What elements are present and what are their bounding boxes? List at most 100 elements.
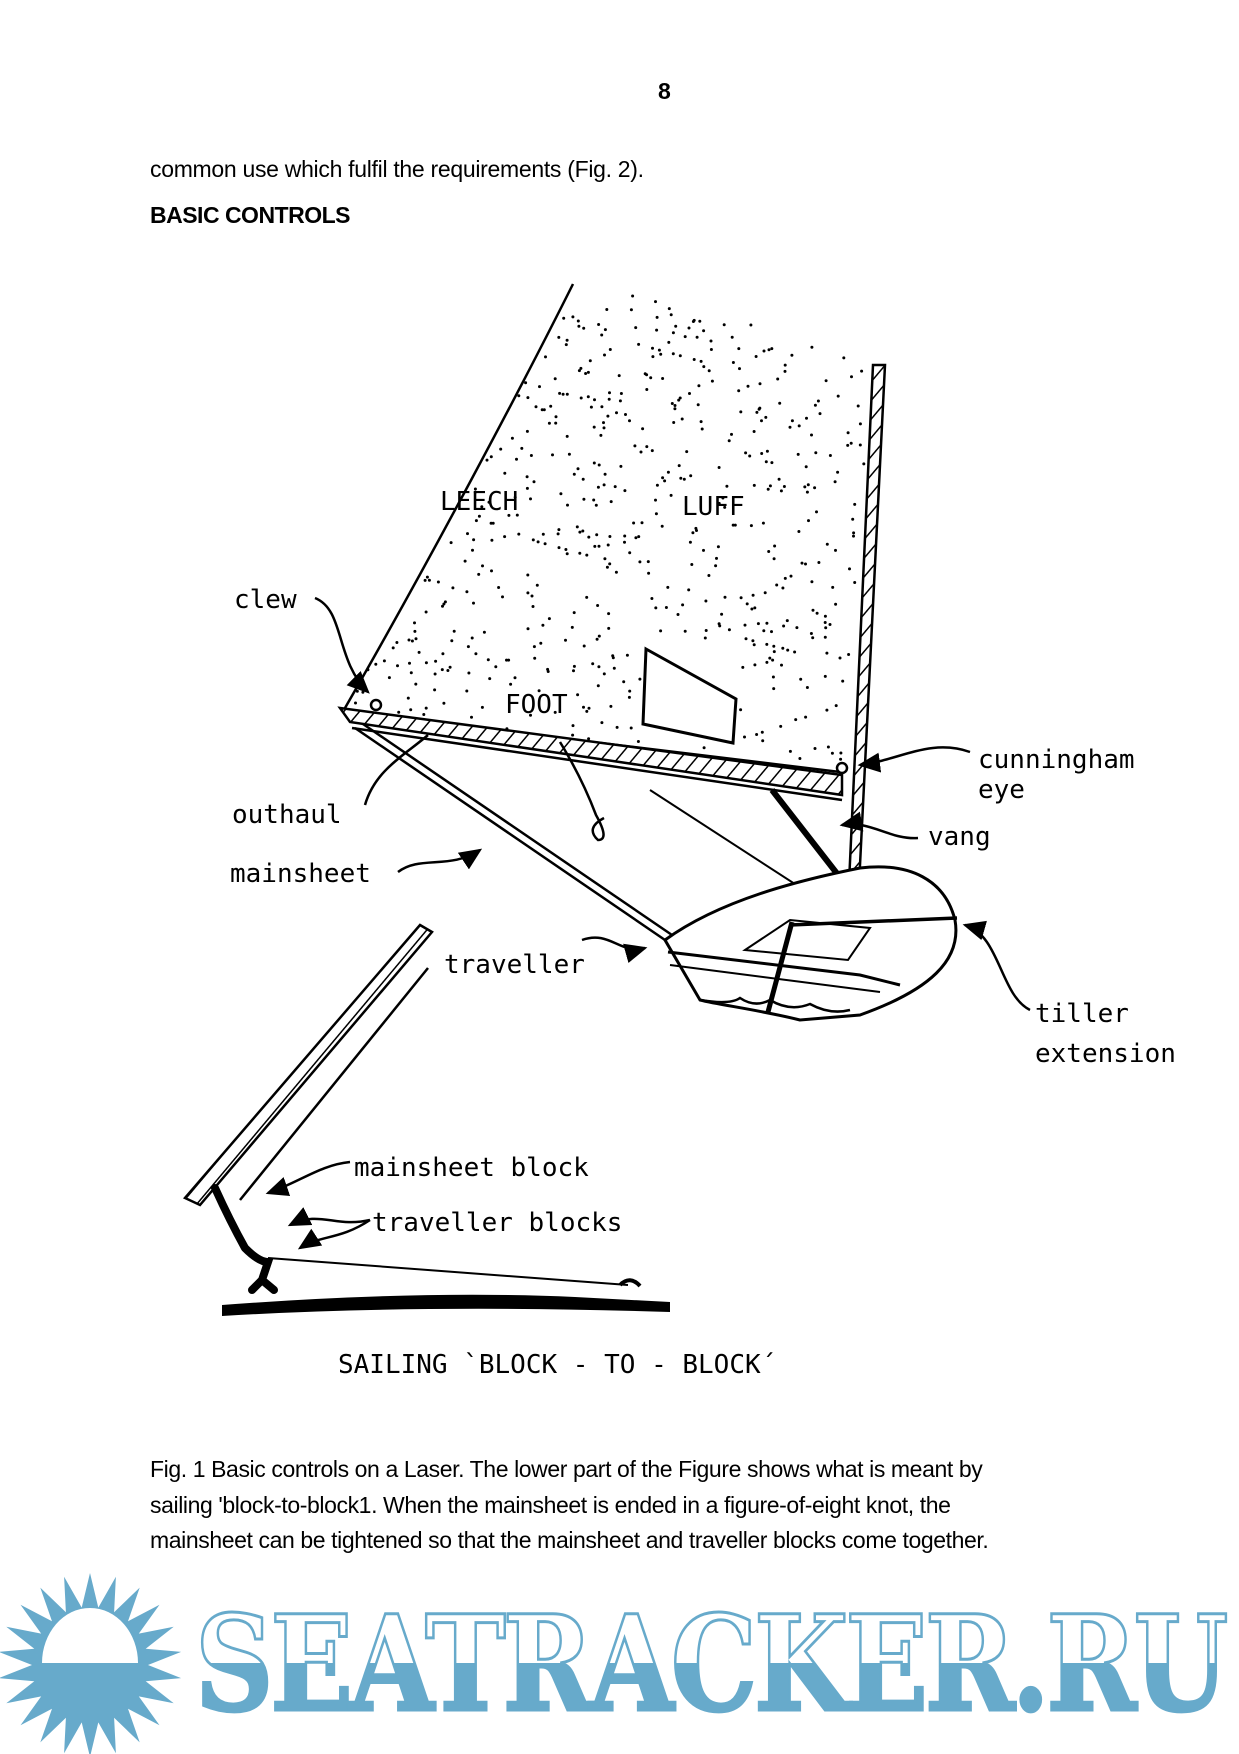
stipple-dot <box>526 591 530 595</box>
stipple-dot <box>629 308 633 312</box>
stipple-dot <box>838 656 842 660</box>
stipple-dot <box>825 708 829 712</box>
clew-ring <box>369 698 383 712</box>
stipple-dot <box>480 705 484 709</box>
stipple-dot <box>467 671 471 675</box>
stipple-dot <box>623 540 626 544</box>
stipple-dot <box>703 636 707 640</box>
stipple-dot <box>739 596 743 600</box>
stipple-dot <box>413 629 417 633</box>
stipple-dot <box>582 497 586 501</box>
stipple-dot <box>520 446 524 450</box>
stipple-dot <box>738 367 741 371</box>
stipple-dot <box>448 665 452 669</box>
stipple-dot <box>543 542 547 546</box>
watermark-banner: SEATRACKER.RU SEATRACKER.RU <box>0 1573 1232 1754</box>
stipple-dot <box>654 606 658 610</box>
stipple-dot <box>571 315 575 319</box>
stipple-dot <box>860 369 864 373</box>
stipple-dot <box>814 451 818 455</box>
stipple-dot <box>472 538 476 542</box>
stipple-dot <box>532 645 536 649</box>
figure-caption: Fig. 1 Basic controls on a Laser. The lo… <box>150 1452 1210 1559</box>
stipple-dot <box>617 374 621 378</box>
stipple-dot <box>771 658 775 662</box>
stipple-dot <box>717 466 721 469</box>
outhaul-line <box>558 741 605 842</box>
stipple-dot <box>570 625 574 629</box>
stipple-dot <box>361 690 365 694</box>
stipple-dot <box>637 535 641 539</box>
stipple-dot <box>525 475 529 479</box>
stipple-dot <box>850 375 853 379</box>
stipple-dot <box>603 472 607 476</box>
stipple-dot <box>425 575 429 579</box>
stipple-dot <box>849 441 853 445</box>
stipple-dot <box>852 531 856 535</box>
stipple-dot <box>841 679 845 683</box>
stipple-dot <box>578 530 582 534</box>
stipple-dot <box>722 323 726 327</box>
stipple-dot <box>595 533 599 537</box>
stipple-dot <box>641 427 645 431</box>
stipple-dot <box>737 347 741 351</box>
stipple-dot <box>442 701 446 705</box>
stipple-dot <box>823 635 827 639</box>
stipple-dot <box>607 397 611 401</box>
stipple-dot <box>490 538 494 542</box>
stipple-dot <box>782 624 786 628</box>
stipple-dot <box>615 725 619 729</box>
stipple-dot <box>572 611 576 615</box>
stipple-dot <box>770 461 774 465</box>
stipple-dot <box>806 483 810 487</box>
stipple-dot <box>608 535 612 538</box>
stipple-dot <box>651 355 655 359</box>
stipple-dot <box>659 629 663 633</box>
stipple-dot <box>441 652 445 656</box>
stipple-dot <box>443 600 447 604</box>
stipple-dot <box>559 492 563 496</box>
stipple-dot <box>619 464 623 468</box>
stipple-dot <box>409 671 413 675</box>
stipple-dot <box>473 487 477 491</box>
stipple-dot <box>572 472 576 476</box>
stipple-dot <box>710 379 714 383</box>
stipple-dot <box>597 634 601 638</box>
stipple-dot <box>671 331 675 335</box>
stipple-dot <box>596 684 600 688</box>
stipple-dot <box>600 333 604 337</box>
stipple-dot <box>654 498 657 502</box>
stipple-dot <box>628 419 631 423</box>
stipple-dot <box>842 356 846 360</box>
stipple-dot <box>836 394 840 398</box>
stipple-dot <box>749 323 753 327</box>
stipple-dot <box>743 623 747 627</box>
stipple-dot <box>763 591 767 595</box>
stipple-dot <box>602 672 606 676</box>
stipple-dot <box>731 523 735 527</box>
stipple-dot <box>600 721 604 725</box>
stipple-dot <box>852 534 855 538</box>
stipple-dot <box>745 602 749 606</box>
stipple-dot <box>609 704 613 708</box>
stipple-dot <box>541 532 545 536</box>
stipple-dot <box>717 622 721 626</box>
stipple-dot <box>503 471 507 475</box>
stipple-dot <box>517 394 521 398</box>
stipple-dot <box>547 617 551 621</box>
stipple-dot <box>772 644 776 648</box>
stipple-dot <box>410 639 414 643</box>
stipple-dot <box>695 335 699 339</box>
stipple-dot <box>673 404 677 407</box>
stipple-dot <box>588 359 592 363</box>
stipple-dot <box>815 611 819 615</box>
stipple-dot <box>810 580 814 584</box>
stipple-dot <box>858 422 862 426</box>
stipple-dot <box>627 695 631 699</box>
stipple-dot <box>636 740 640 743</box>
stipple-dot <box>666 585 670 589</box>
stipple-dot <box>451 586 455 590</box>
stipple-dot <box>505 658 508 662</box>
stipple-dot <box>503 535 507 539</box>
stipple-dot <box>823 614 827 618</box>
